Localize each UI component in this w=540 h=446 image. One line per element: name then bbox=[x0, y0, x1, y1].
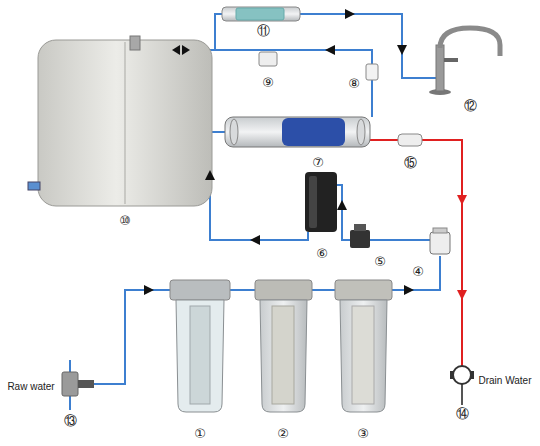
tee-fitting bbox=[366, 64, 378, 80]
callout-number: ② bbox=[277, 427, 289, 441]
drain-arrow bbox=[457, 195, 467, 300]
pressure-switch bbox=[430, 228, 450, 254]
callout-number: ③ bbox=[357, 427, 369, 441]
drain-label: Drain Water bbox=[479, 375, 532, 386]
sediment-filter bbox=[170, 280, 230, 412]
callout-number: ⑥ bbox=[316, 247, 328, 261]
callout-number: ⑩ bbox=[119, 214, 131, 228]
carbon-filter bbox=[255, 280, 312, 412]
pre-carbon-filter bbox=[305, 172, 337, 232]
pipe bbox=[370, 239, 430, 241]
faucet-pipe bbox=[215, 14, 436, 78]
callout-number: ① bbox=[194, 427, 206, 441]
callout-number: ⑫ bbox=[464, 99, 477, 113]
callout-number: ⑮ bbox=[404, 156, 417, 170]
callout-number: ⑦ bbox=[312, 156, 324, 170]
callout-number: ⑧ bbox=[348, 77, 360, 91]
callout-number: ④ bbox=[412, 265, 424, 279]
inlet-label: Raw water bbox=[7, 381, 54, 392]
pipe bbox=[210, 132, 308, 240]
check-valve bbox=[259, 52, 277, 66]
callout-number: ⑪ bbox=[257, 24, 270, 38]
flow-arrow bbox=[144, 9, 414, 295]
storage-tank bbox=[28, 36, 212, 206]
post-filter bbox=[222, 7, 300, 21]
callout-number: ⑤ bbox=[374, 255, 386, 269]
carbon-filter bbox=[335, 280, 392, 412]
drain-saddle bbox=[450, 366, 474, 384]
ro-membrane bbox=[225, 117, 370, 147]
drain-pipe-end bbox=[461, 384, 463, 405]
flow-restrictor bbox=[398, 134, 422, 146]
pipe bbox=[337, 185, 350, 240]
callout-number: ⑨ bbox=[262, 76, 274, 90]
callout-number: ⑭ bbox=[456, 407, 469, 421]
inlet-valve bbox=[62, 372, 94, 396]
faucet bbox=[429, 28, 500, 95]
callout-number: ⑬ bbox=[64, 414, 77, 428]
solenoid-valve bbox=[350, 224, 370, 248]
